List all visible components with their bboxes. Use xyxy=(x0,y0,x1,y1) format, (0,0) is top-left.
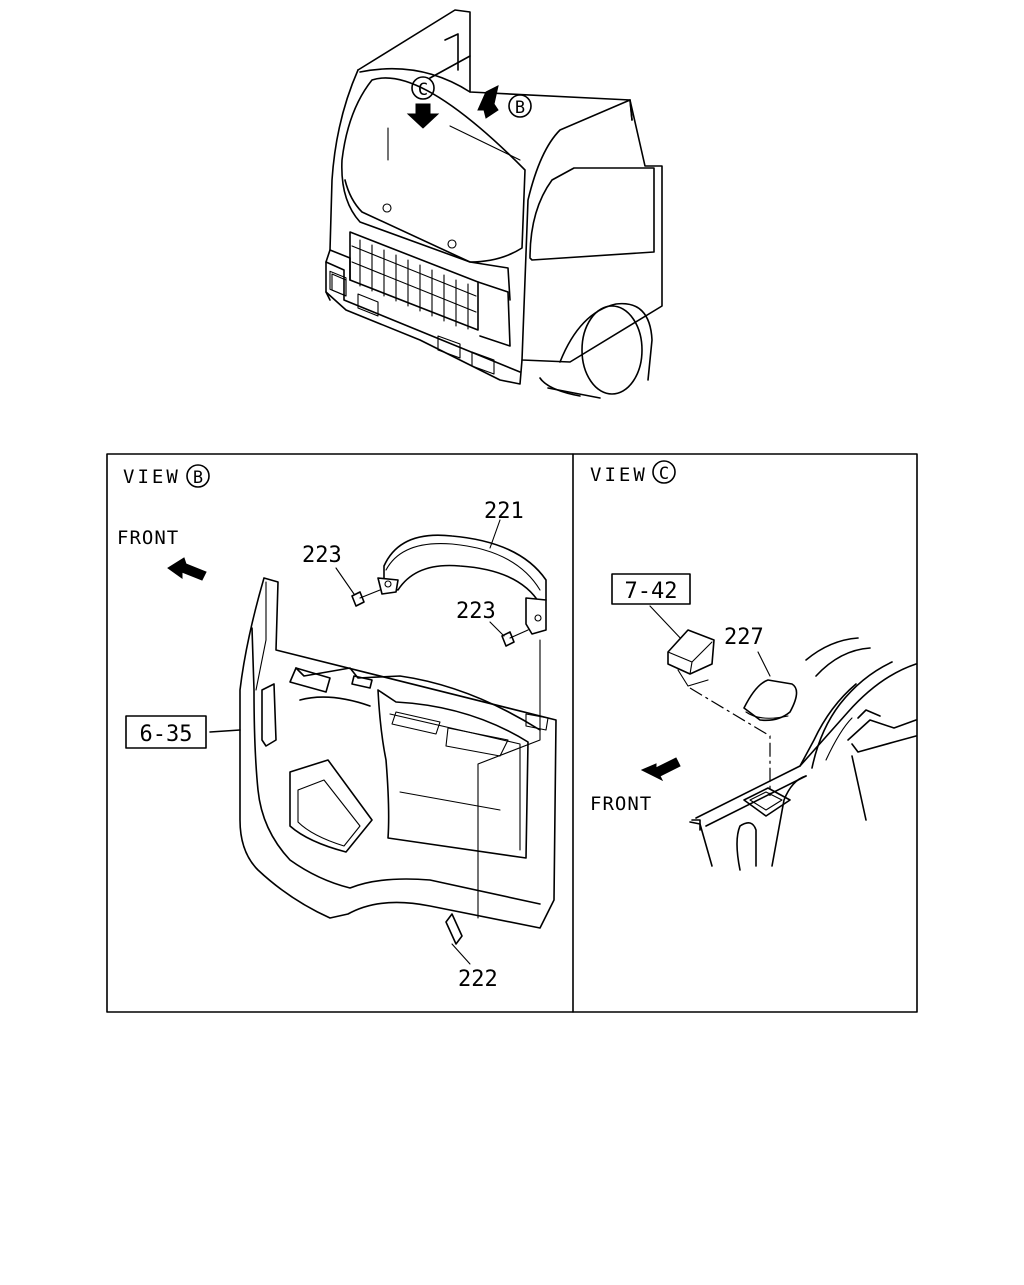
view-c-title-badge xyxy=(652,460,676,484)
view-c-front-label: FRONT xyxy=(590,793,652,815)
part-222-leader xyxy=(451,943,471,965)
ref-6-35-leader xyxy=(209,729,241,733)
part-227-pad xyxy=(743,651,798,722)
view-b-title-badge xyxy=(186,464,210,488)
view-c-title: VIEW xyxy=(590,464,648,486)
inner-panel-drawing xyxy=(209,577,557,929)
view-b-title-letter: B xyxy=(193,468,203,488)
part-223-left-label: 223 xyxy=(302,543,342,568)
part-222-assembly-line xyxy=(477,639,541,919)
part-222-label: 222 xyxy=(458,967,498,992)
view-c-marker: C xyxy=(406,76,440,129)
ref-box-6-35 xyxy=(125,715,207,749)
part-221-grab-handle xyxy=(377,519,547,635)
view-c-title-letter: C xyxy=(659,464,669,484)
part-221-leader xyxy=(489,519,501,549)
view-b-marker-letter: B xyxy=(515,98,525,118)
switch-unit-7-42 xyxy=(667,629,715,687)
view-b-title: VIEW xyxy=(123,466,181,488)
ref-box-6-35-text: 6-35 xyxy=(140,722,193,747)
part-223-left-screw xyxy=(335,567,381,607)
view-b-front-label: FRONT xyxy=(117,527,179,549)
part-223-right-screw xyxy=(489,621,529,647)
truck-cab-illustration: C B xyxy=(325,9,663,399)
view-b-front-arrow-icon xyxy=(167,557,207,581)
console-structure-drawing xyxy=(689,637,917,871)
part-227-leader xyxy=(757,651,771,677)
part-223-right-leader xyxy=(489,621,505,637)
view-c-assembly-line xyxy=(689,687,771,796)
view-b-marker: B xyxy=(477,85,532,119)
view-b-panel: VIEW B FRONT 6-35 xyxy=(117,464,557,992)
view-b-arrow-icon xyxy=(477,85,499,119)
view-c-front-arrow-icon xyxy=(640,757,681,782)
ref-box-7-42 xyxy=(611,573,691,605)
part-221-label: 221 xyxy=(484,499,524,524)
ref-box-7-42-text: 7-42 xyxy=(625,579,678,604)
ref-7-42-leader xyxy=(649,605,685,643)
part-223-right-label: 223 xyxy=(456,599,496,624)
view-c-panel: VIEW C 7-42 227 xyxy=(590,460,917,871)
detail-views-frame xyxy=(106,453,918,1013)
view-c-arrow-icon xyxy=(406,103,440,129)
part-223-left-leader xyxy=(335,567,355,595)
part-222-cap xyxy=(445,913,471,965)
part-227-label: 227 xyxy=(724,625,764,650)
view-c-marker-letter: C xyxy=(418,80,428,100)
